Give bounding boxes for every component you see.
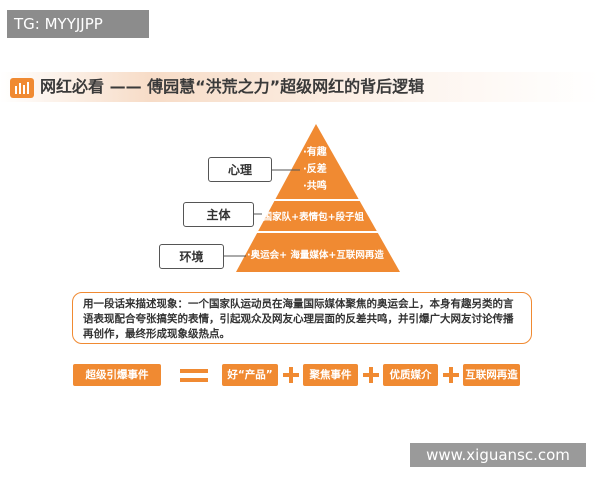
description-box: 用一段话来描述现象：一个国家队运动员在海量国际媒体聚焦的奥运会上，本身有趣另类的… [72, 292, 532, 344]
plus-icon [363, 367, 379, 383]
formula-item-internet: 互联网再造 [463, 364, 520, 386]
label-huanjing: 环境 [159, 244, 224, 269]
formula-result: 超级引爆事件 [73, 364, 161, 386]
label-xinli: 心理 [208, 157, 272, 182]
formula-item-product: 好“产品” [222, 364, 278, 386]
tier1-item: ·共鸣 [303, 179, 327, 192]
page-title: 网红必看 —— 傅园慧“洪荒之力”超级网红的背后逻辑 [40, 77, 425, 96]
equals-icon [180, 369, 208, 383]
tier1-item: ·有趣 [303, 145, 328, 158]
watermark-top: TG: MYYJJPP [7, 10, 149, 38]
people-icon [10, 78, 34, 98]
watermark-bottom: www.xiguansc.com [410, 443, 586, 467]
pyramid-triangle [236, 124, 400, 272]
formula-item-media: 优质媒介 [383, 364, 438, 386]
plus-icon [283, 367, 299, 383]
label-zhuti: 主体 [183, 202, 254, 227]
plus-icon [443, 367, 459, 383]
tier3-text: ·奥运会+ 海量媒体+互联网再造 [247, 249, 384, 261]
formula-item-event: 聚焦事件 [303, 364, 358, 386]
tier2-text: ·国家队+表情包+段子姐 [259, 211, 365, 223]
tier1-item: ·反差 [303, 162, 327, 175]
header-bar [0, 72, 600, 102]
